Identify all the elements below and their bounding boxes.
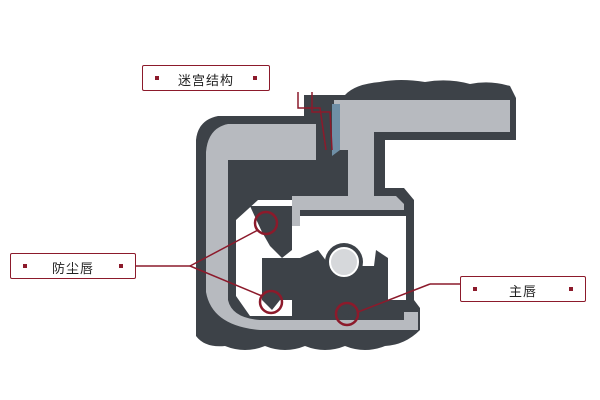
dust-lip-leader-2 bbox=[189, 265, 263, 297]
main-lip-leader bbox=[357, 283, 431, 313]
bullet-square-icon bbox=[253, 76, 257, 80]
main-lip-highlight bbox=[334, 301, 360, 327]
labyrinth-leader-2 bbox=[311, 92, 333, 151]
dust-lip-callout: 防尘唇 bbox=[10, 253, 136, 279]
bullet-square-icon bbox=[569, 287, 573, 291]
labyrinth-label: 迷宫结构 bbox=[177, 74, 234, 89]
main-lip-callout: 主唇 bbox=[460, 276, 586, 302]
labyrinth-grease bbox=[332, 104, 340, 156]
labyrinth-steps bbox=[240, 164, 300, 194]
bullet-square-icon bbox=[23, 264, 27, 268]
bullet-square-icon bbox=[119, 264, 123, 268]
bullet-square-icon bbox=[155, 76, 159, 80]
garter-spring-core bbox=[329, 247, 359, 277]
dust-lip-leader-1 bbox=[189, 229, 259, 267]
bullet-square-icon bbox=[473, 287, 477, 291]
labyrinth-leader-1 bbox=[297, 92, 327, 151]
main-lip-label: 主唇 bbox=[508, 285, 537, 300]
dust-lip-highlight-lower bbox=[258, 289, 284, 315]
labyrinth-callout: 迷宫结构 bbox=[142, 65, 270, 91]
dust-lip-highlight-upper bbox=[253, 210, 279, 236]
metal-case bbox=[206, 100, 510, 330]
dust-lip-label: 防尘唇 bbox=[51, 262, 94, 277]
